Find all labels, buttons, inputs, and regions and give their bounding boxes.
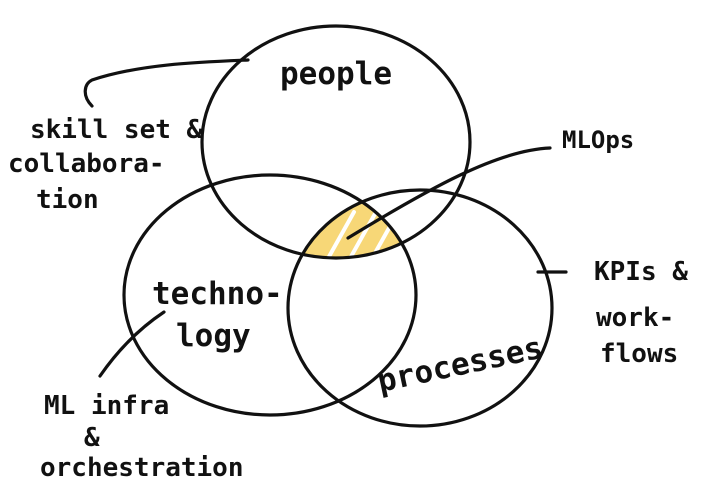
technology-circle [122,173,418,417]
people-connector-line [83,58,250,108]
mlops-label: MLOps [562,126,634,154]
technology-connector-line [98,310,166,378]
technology-annotation-line3: orchestration [40,453,244,483]
processes-circle [286,188,554,428]
processes-annotation-line2: work- [596,303,674,333]
people-annotation-line3: tion [36,185,99,215]
people-circle [200,24,472,260]
processes-annotation-line1: KPIs & [594,257,688,287]
technology-annotation-line2: & [84,423,100,453]
technology-label-line2: logy [176,318,251,354]
technology-label-line1: techno- [152,276,283,312]
people-annotation-line1: skill set & [30,115,203,145]
processes-annotation-line3: flows [600,339,678,369]
people-label: people [280,56,392,92]
technology-annotation-line1: ML infra [44,391,169,421]
processes-label: processes [374,330,546,400]
people-annotation-line2: collabora- [8,149,165,179]
mlops-connector-line [346,146,552,240]
